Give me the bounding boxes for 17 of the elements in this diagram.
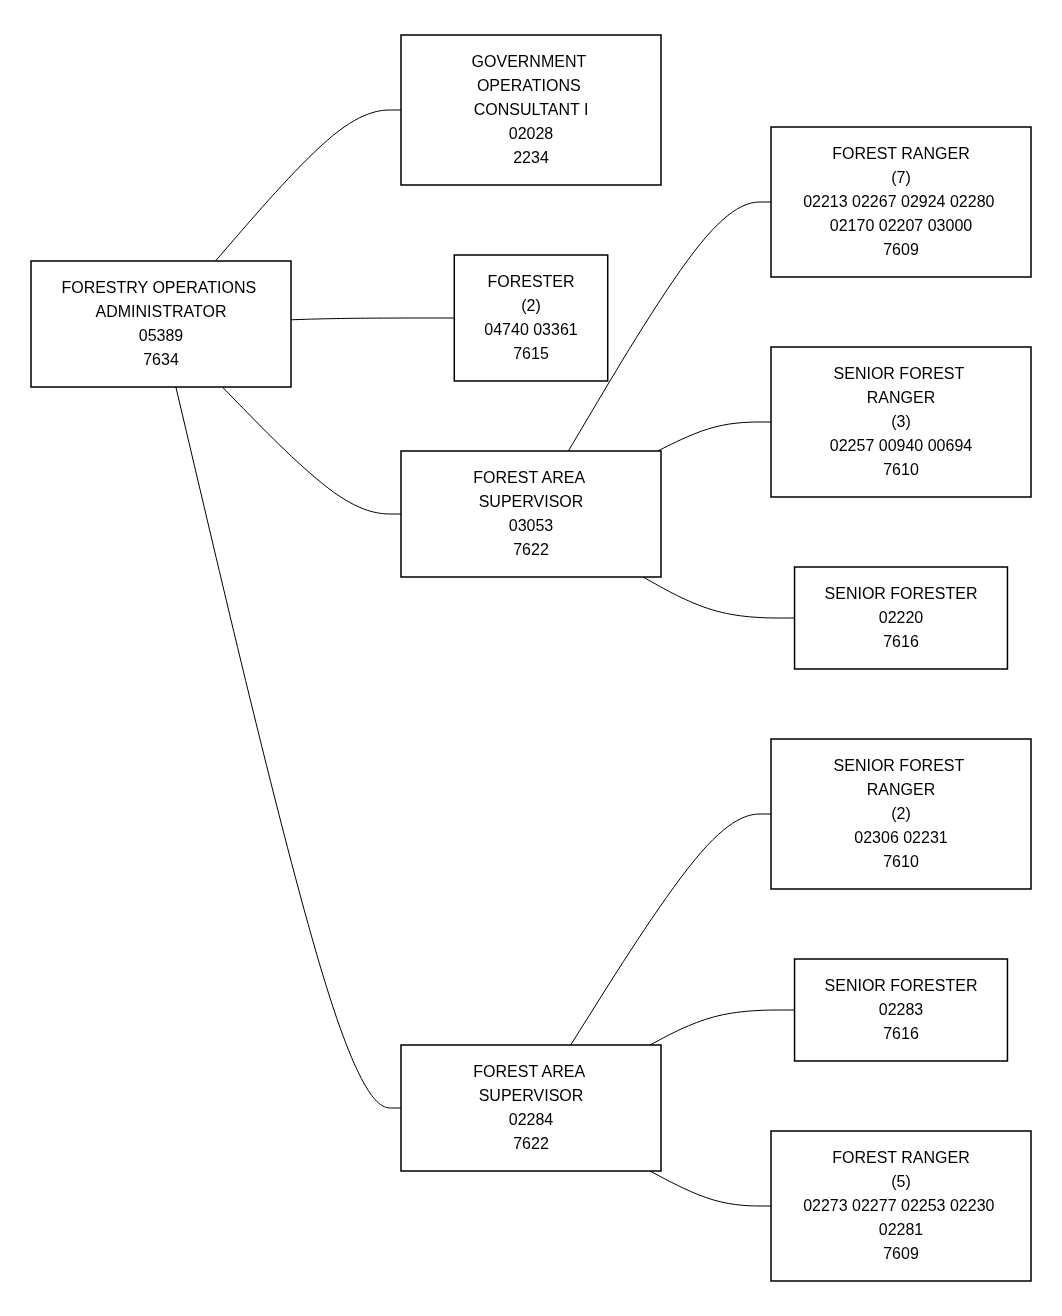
node-box: FOREST RANGER (5) 02273 02277 02253 02230 02281 7609 xyxy=(770,1130,1032,1282)
node-box: GOVERNMENT OPERATIONS CONSULTANT I 02028 2234 xyxy=(400,34,662,186)
node-box: SENIOR FOREST RANGER (3) 02257 00940 00694 7610 xyxy=(770,346,1032,498)
node-box: FOREST AREA SUPERVISOR 02284 7622 xyxy=(400,1044,662,1172)
connector xyxy=(570,813,772,1046)
node-box: FOREST AREA SUPERVISOR 03053 7622 xyxy=(400,450,662,578)
node-box: SENIOR FORESTER 02283 7616 xyxy=(793,958,1009,1062)
node-box: SENIOR FORESTER 02220 7616 xyxy=(793,566,1009,670)
connector xyxy=(657,421,772,452)
node-box: SENIOR FOREST RANGER (2) 02306 02231 7610 xyxy=(770,738,1032,890)
connector xyxy=(214,109,402,262)
connector xyxy=(567,201,772,452)
node-box: FOREST RANGER (7) 02213 02267 02924 02280 02170 02207 03000 7609 xyxy=(770,126,1032,278)
connector xyxy=(175,386,402,1109)
node-box: FORESTER (2) 04740 03361 7615 xyxy=(453,254,609,382)
node-box: FORESTRY OPERATIONS ADMINISTRATOR 05389 7634 xyxy=(30,260,292,388)
connector xyxy=(221,386,402,515)
